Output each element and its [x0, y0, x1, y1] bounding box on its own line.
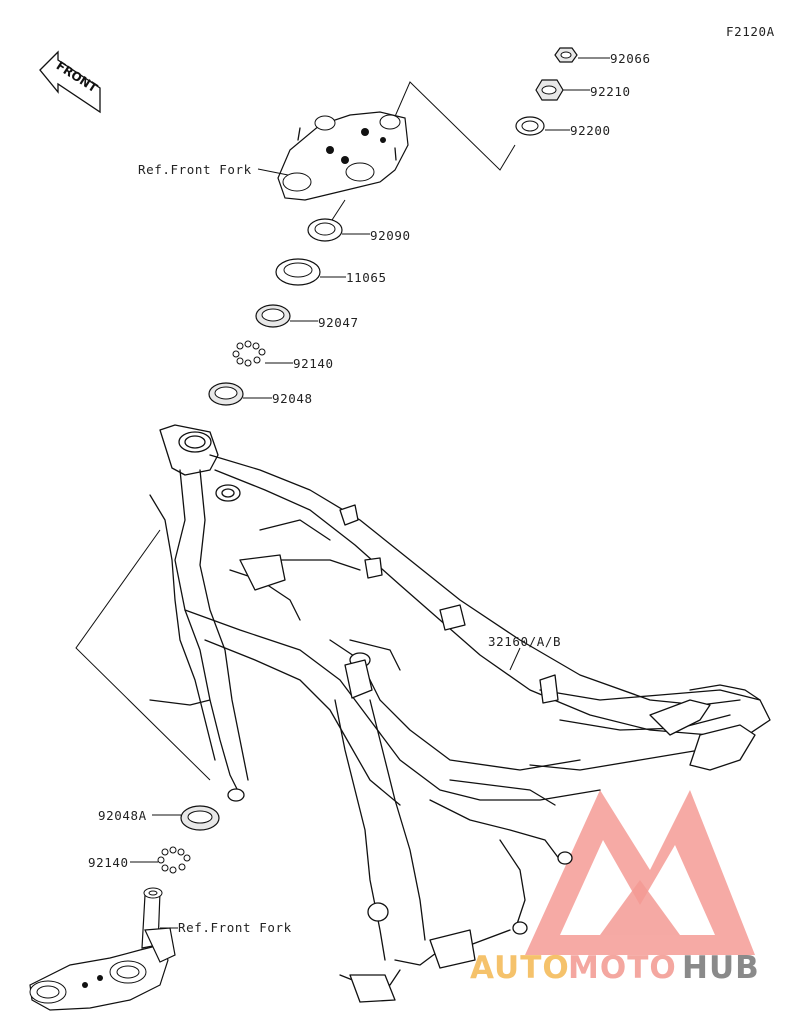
label-11065: 11065 — [346, 270, 387, 285]
lower-triple-clamp — [29, 887, 176, 1011]
label-92048A: 92048A — [98, 808, 147, 823]
balls-92140-bottom — [157, 846, 191, 874]
race-92048A — [180, 805, 220, 831]
balls-92140-top — [232, 340, 266, 367]
cap-11065 — [275, 258, 321, 286]
watermark-hub: HUB — [682, 950, 760, 986]
label-ref-front-fork-bottom: Ref.Front Fork — [178, 920, 292, 935]
nut-92210 — [535, 79, 564, 101]
label-92090: 92090 — [370, 228, 411, 243]
label-ref-front-fork-top: Ref.Front Fork — [138, 162, 252, 177]
washer-92200 — [515, 116, 545, 136]
watermark-auto: AUTO — [470, 950, 570, 986]
label-92140-bottom: 92140 — [88, 855, 129, 870]
label-92200: 92200 — [570, 123, 611, 138]
nut-92066 — [554, 47, 578, 63]
label-92140-top: 92140 — [293, 356, 334, 371]
front-arrow-icon: FRONT — [39, 50, 101, 114]
figure-code: F2120A — [726, 24, 775, 39]
label-92210: 92210 — [590, 84, 631, 99]
upper-triple-clamp — [277, 111, 409, 201]
label-32160: 32160/A/B — [488, 634, 561, 649]
label-92048: 92048 — [272, 391, 313, 406]
label-92066: 92066 — [610, 51, 651, 66]
automotohub-logo-icon — [525, 790, 755, 955]
bearing-92047 — [255, 304, 291, 328]
watermark-text: AUTO MOTO HUB — [470, 950, 760, 986]
nut-92090 — [307, 218, 343, 242]
label-92047: 92047 — [318, 315, 359, 330]
race-92048 — [208, 382, 244, 406]
frame-32160 — [149, 424, 771, 1003]
watermark-moto: MOTO — [568, 950, 677, 986]
